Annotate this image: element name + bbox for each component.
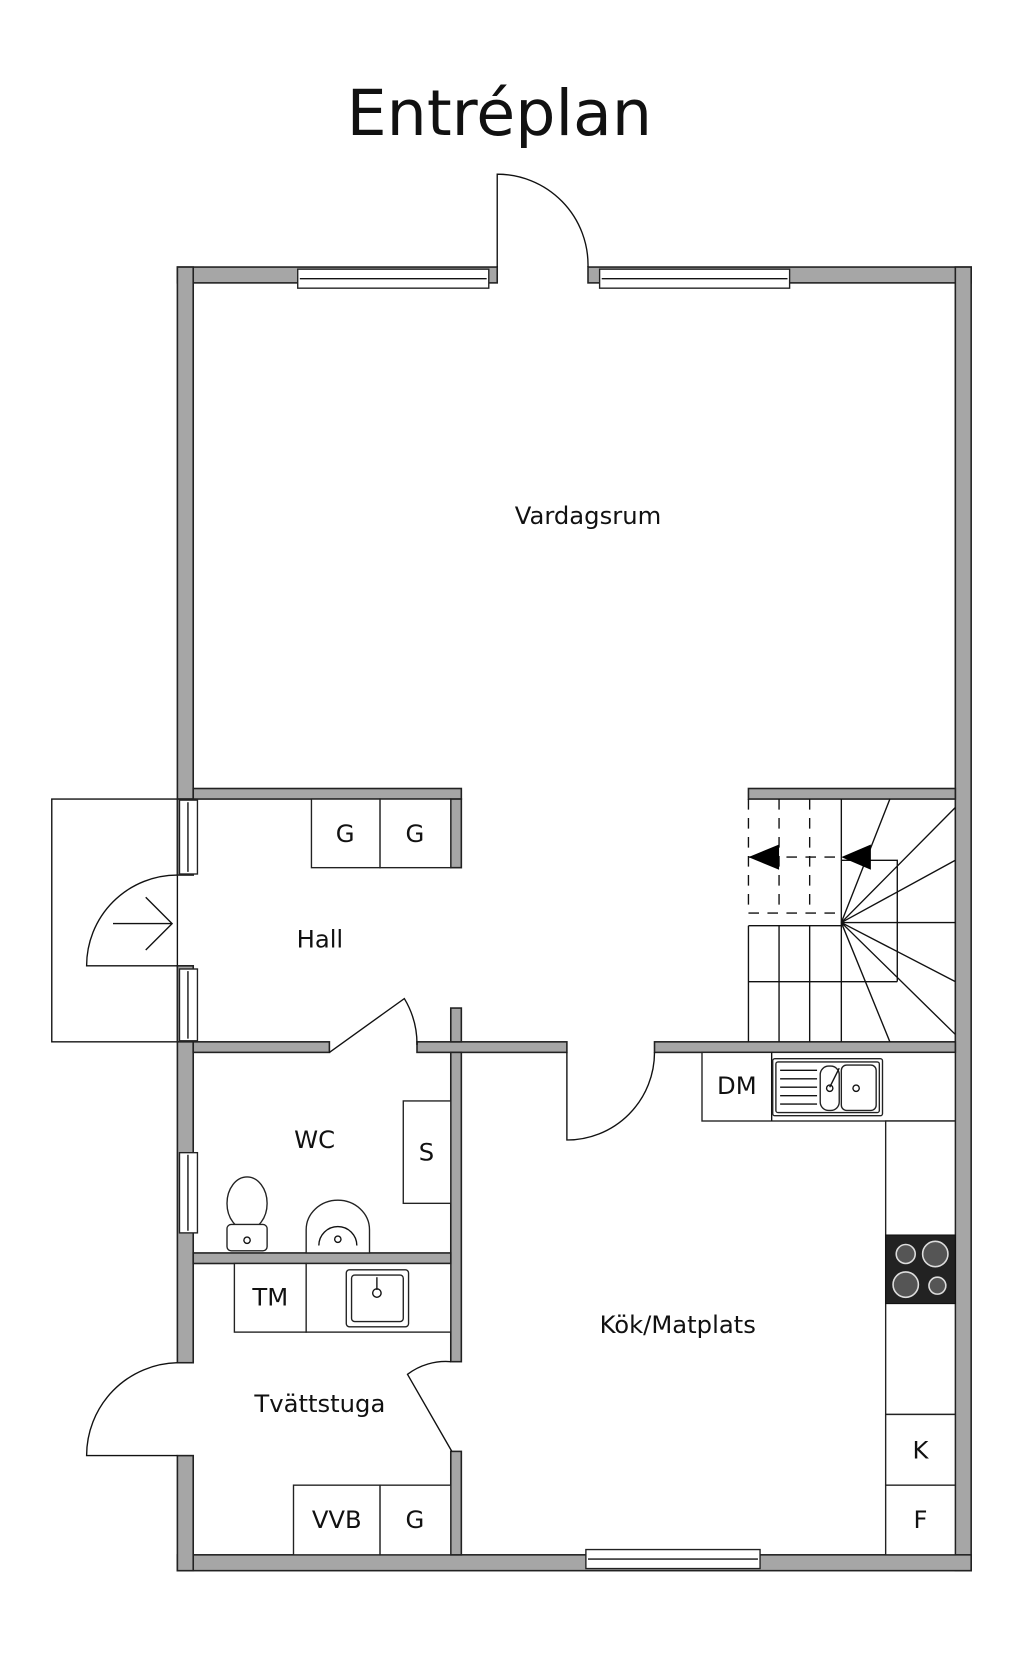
stair-arrow-icon: [841, 844, 871, 870]
entry-arrow-icon: [112, 896, 174, 951]
laundry-sink-icon: [345, 1269, 410, 1328]
kitchen-sink-icon: [772, 1058, 884, 1117]
room-label-hall: Hall: [297, 924, 344, 953]
hall-wardrobe-2: [379, 798, 452, 869]
interior-walls: [192, 787, 957, 1556]
wc-cabinet: [402, 1100, 452, 1205]
laundry-kitchen-door: [406, 1360, 453, 1452]
room-label-tvattstuga: Tvättstuga: [253, 1389, 385, 1418]
front-door: [496, 173, 589, 268]
wc-door: [328, 997, 418, 1053]
outer-walls: [176, 266, 972, 1572]
laundry-exterior-door: [85, 1362, 178, 1457]
toilet-icon: [226, 1176, 268, 1252]
wc-s-label: S: [419, 1138, 434, 1167]
room-label-vardagsrum: Vardagsrum: [515, 501, 661, 530]
tvatt-g-label: G: [405, 1505, 424, 1534]
tm-label: TM: [251, 1282, 288, 1311]
doors: [85, 173, 656, 1457]
f-label: F: [914, 1505, 928, 1534]
dm-label: DM: [717, 1071, 757, 1100]
stair-arrow-icon: [748, 844, 780, 870]
hall-g2-label: G: [405, 819, 424, 848]
kitchen-door: [566, 1052, 656, 1141]
laundry-wardrobe: [379, 1484, 452, 1556]
windows: [178, 268, 791, 1570]
fridge: [884, 1413, 957, 1486]
plan-title: Entréplan: [347, 76, 652, 150]
hall-g1-label: G: [336, 819, 355, 848]
staircase: [747, 798, 956, 1043]
room-label-wc: WC: [294, 1125, 335, 1154]
freezer: [884, 1484, 957, 1556]
vvb-label: VVB: [312, 1505, 362, 1534]
stove-icon: [885, 1234, 956, 1305]
entry-porch: [51, 798, 179, 1043]
hall-entry-door: [85, 874, 178, 967]
room-label-kok: Kök/Matplats: [600, 1310, 756, 1339]
wc-sink-icon: [305, 1199, 371, 1254]
k-label: K: [913, 1435, 930, 1464]
